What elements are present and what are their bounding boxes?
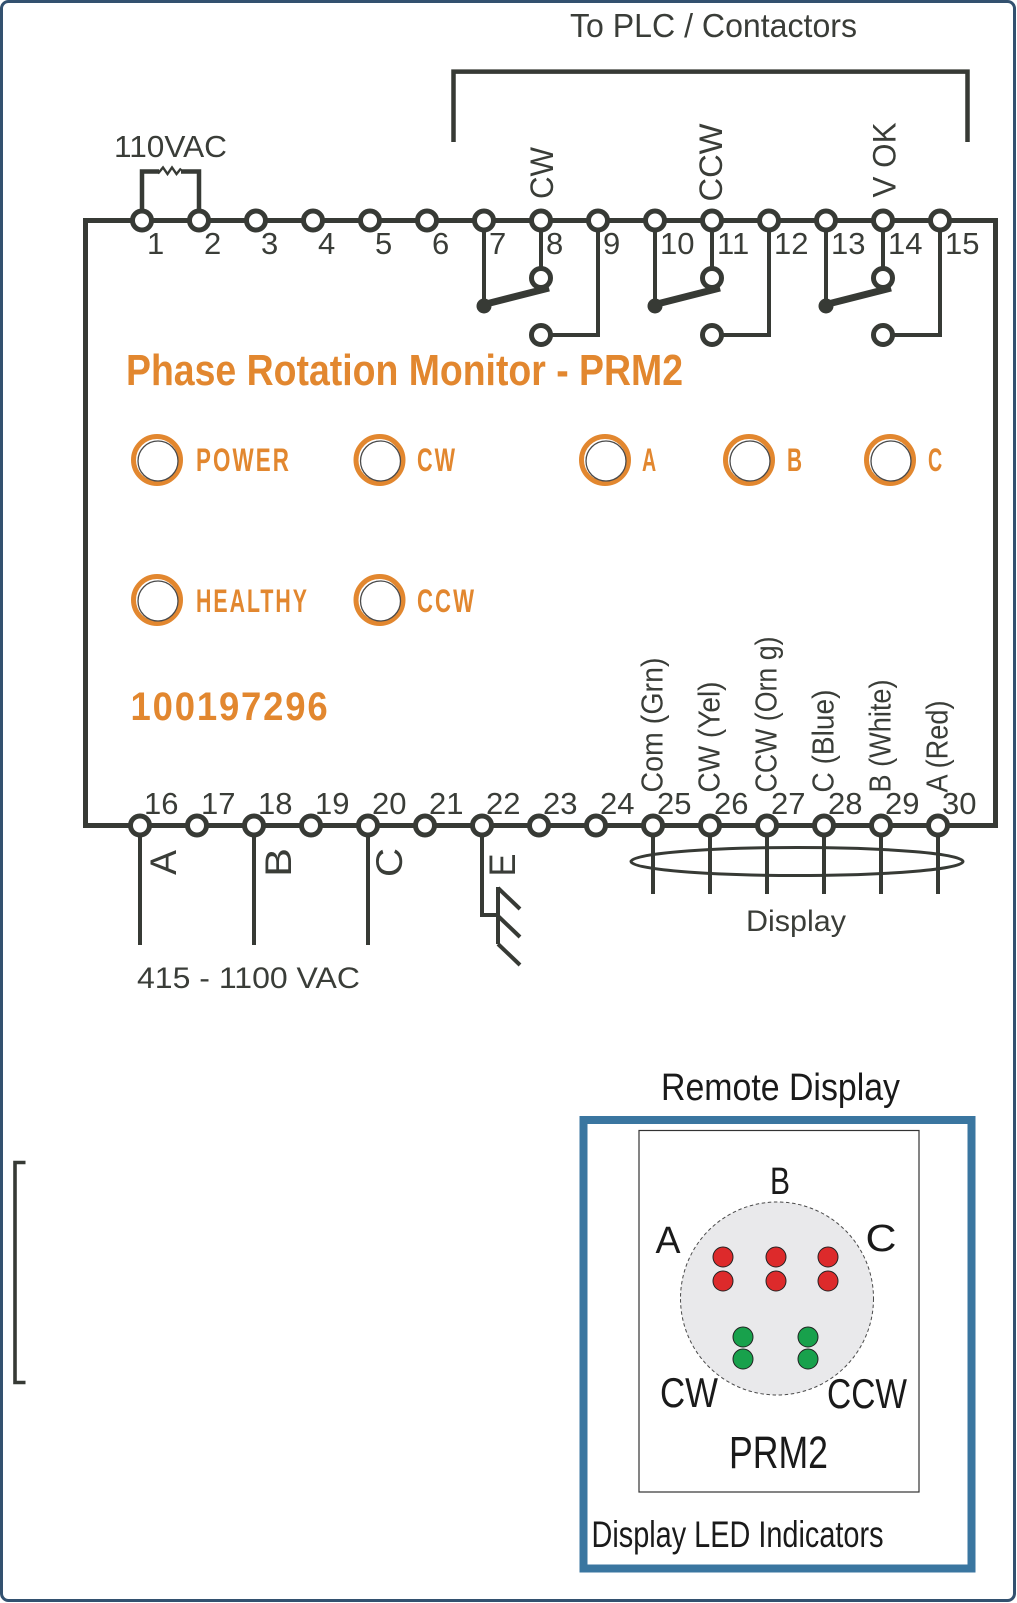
svg-text:11: 11 [717,226,749,261]
svg-text:CW: CW [417,442,457,478]
svg-text:10: 10 [660,226,694,261]
svg-text:CCW: CCW [417,583,476,619]
svg-text:Com (Grn): Com (Grn) [635,658,670,793]
svg-text:B: B [787,442,804,478]
svg-text:30: 30 [942,786,976,821]
svg-text:A: A [143,850,184,875]
svg-text:23: 23 [543,786,577,821]
svg-text:110VAC: 110VAC [114,129,227,164]
svg-text:C: C [928,442,944,478]
svg-text:20: 20 [372,786,406,821]
svg-text:POWER: POWER [196,442,291,478]
svg-text:12: 12 [774,226,808,261]
svg-text:5: 5 [375,226,392,261]
svg-text:CW: CW [660,1369,718,1416]
svg-text:18: 18 [258,786,292,821]
svg-text:CW (Yel): CW (Yel) [692,682,727,793]
svg-text:B: B [258,848,299,877]
svg-text:Display LED Indicators: Display LED Indicators [592,1514,884,1555]
svg-text:26: 26 [714,786,748,821]
svg-text:13: 13 [831,226,865,261]
svg-text:A (Red): A (Red) [920,701,955,793]
svg-text:To PLC / Contactors: To PLC / Contactors [570,7,857,44]
svg-text:7: 7 [489,226,506,261]
svg-text:PRM2: PRM2 [729,1427,828,1478]
svg-text:CCW: CCW [693,123,729,202]
svg-text:9: 9 [603,226,620,261]
svg-text:B (White): B (White) [863,680,898,793]
svg-text:CCW: CCW [827,1370,907,1417]
svg-text:A: A [656,1220,682,1262]
svg-text:415 - 1100 VAC: 415 - 1100 VAC [137,962,360,995]
svg-text:21: 21 [429,786,463,821]
svg-text:Phase Rotation Monitor - PRM2: Phase Rotation Monitor - PRM2 [126,346,683,395]
svg-text:15: 15 [945,226,979,261]
svg-text:24: 24 [600,786,634,821]
svg-text:HEALTHY: HEALTHY [196,583,309,619]
svg-text:14: 14 [888,226,922,261]
svg-text:V OK: V OK [867,123,903,198]
svg-text:E: E [482,854,523,877]
svg-text:27: 27 [771,786,805,821]
svg-text:CCW (Orn g): CCW (Orn g) [749,637,784,793]
svg-text:8: 8 [546,226,563,261]
svg-text:A: A [642,442,658,478]
svg-text:Remote Display: Remote Display [661,1067,900,1109]
svg-text:1: 1 [147,226,164,261]
svg-text:100197296: 100197296 [131,685,330,729]
svg-text:29: 29 [885,786,919,821]
svg-text:C: C [369,848,410,877]
svg-text:CW: CW [524,146,560,199]
svg-text:28: 28 [828,786,862,821]
svg-text:B: B [770,1161,790,1203]
svg-text:C: C [866,1218,897,1260]
svg-text:4: 4 [318,226,335,261]
svg-text:25: 25 [657,786,691,821]
svg-text:3: 3 [261,226,278,261]
svg-text:19: 19 [315,786,349,821]
svg-text:16: 16 [144,786,178,821]
svg-text:17: 17 [201,786,235,821]
svg-text:C (Blue): C (Blue) [806,690,841,793]
svg-text:Display: Display [746,905,846,938]
svg-text:22: 22 [486,786,520,821]
svg-text:6: 6 [432,226,449,261]
svg-text:2: 2 [204,226,221,261]
